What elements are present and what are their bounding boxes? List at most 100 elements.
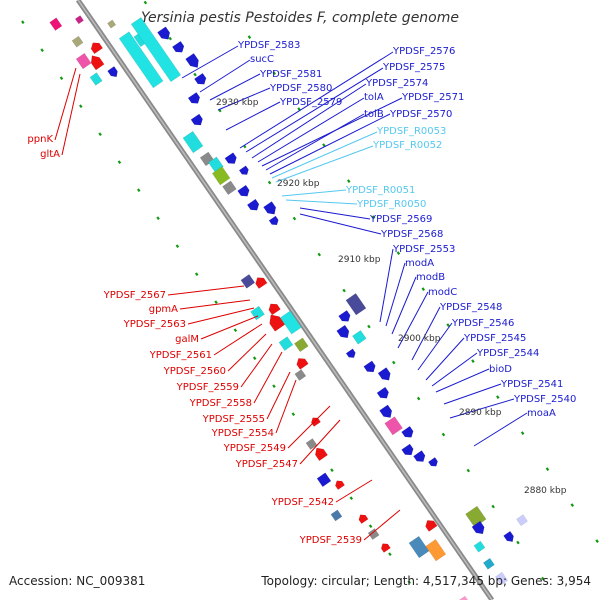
label-leader-line xyxy=(391,276,417,335)
label-leader-line xyxy=(379,248,394,323)
track-tick xyxy=(466,468,471,473)
track-tick xyxy=(193,72,197,77)
gene-label: galM xyxy=(175,334,199,345)
gene-label: YPDSF_R0051 xyxy=(345,185,415,196)
gene-label: YPDSF_2575 xyxy=(382,62,445,73)
track-tick xyxy=(21,20,25,25)
label-leader-line xyxy=(187,307,255,325)
gene-feature xyxy=(294,369,307,381)
track-tick xyxy=(247,35,252,39)
gene-label: YPDSF_2581 xyxy=(259,69,322,80)
track-tick xyxy=(79,104,83,109)
track-tick xyxy=(371,215,376,219)
kbp-tick-2910: 2910 kbp xyxy=(338,255,381,265)
gene-label: YPDSF_2553 xyxy=(392,244,455,255)
track-tick xyxy=(570,503,575,507)
gene-feature xyxy=(473,540,486,553)
label-leader-line xyxy=(397,291,429,349)
gene-label: YPDSF_2544 xyxy=(476,348,539,359)
label-leader-line xyxy=(253,351,283,404)
label-leader-line xyxy=(265,113,365,171)
gene-feature xyxy=(255,277,268,289)
gene-features xyxy=(49,15,528,604)
label-leader-line xyxy=(240,343,273,388)
track-tick xyxy=(291,412,296,417)
gene-feature xyxy=(118,31,164,89)
gene-feature xyxy=(279,310,302,335)
gene-feature xyxy=(187,91,201,104)
track-tick xyxy=(421,287,426,291)
label-leader-line xyxy=(209,73,261,101)
gene-feature xyxy=(224,152,237,164)
gene-feature xyxy=(314,447,328,462)
track-tick xyxy=(252,356,257,361)
label-leader-line xyxy=(269,113,391,175)
gene-feature xyxy=(268,215,279,226)
label-leader-line xyxy=(275,379,297,434)
gene-label: YPDSF_R0052 xyxy=(372,140,442,151)
gene-label: YPDSF_2570 xyxy=(389,109,452,120)
label-leader-line xyxy=(213,323,263,356)
gene-feature xyxy=(367,528,380,540)
label-leader-line xyxy=(179,299,251,310)
gene-label: YPDSF_2574 xyxy=(365,78,428,89)
gene-feature xyxy=(465,505,487,528)
track-tick xyxy=(346,179,351,183)
track-tick xyxy=(175,244,180,249)
label-leader-line xyxy=(299,207,371,220)
gene-feature xyxy=(74,15,84,25)
label-leader-line xyxy=(266,371,291,420)
kbp-tick-labels: 2930 kbp 2920 kbp 2910 kbp 2900 kbp 2890… xyxy=(216,98,567,496)
gene-feature xyxy=(413,450,426,462)
gene-label: tolA xyxy=(364,92,384,103)
gene-label: gltA xyxy=(40,149,60,160)
track-tick xyxy=(233,328,238,333)
track-tick xyxy=(367,324,371,329)
label-leader-line xyxy=(417,322,453,371)
label-leader-line xyxy=(473,412,528,447)
track-tick xyxy=(297,107,301,111)
gene-label: YPDSF_2549 xyxy=(223,443,286,454)
label-leader-line xyxy=(299,419,341,465)
genome-title: Yersinia pestis Pestoides F, complete ge… xyxy=(141,10,459,26)
gene-label: YPDSF_2555 xyxy=(202,414,265,425)
gene-feature xyxy=(269,314,286,332)
track-tick xyxy=(407,580,411,585)
track-tick xyxy=(349,496,354,501)
kbp-tick-2900: 2900 kbp xyxy=(398,334,441,344)
gene-label: YPDSF_2540 xyxy=(513,394,576,405)
gene-feature xyxy=(75,52,92,70)
gene-label: YPDSF_2547 xyxy=(235,459,298,470)
gene-label: YPDSF_2561 xyxy=(149,350,212,361)
track-tick xyxy=(168,36,172,41)
gene-feature xyxy=(90,42,104,55)
label-leader-line xyxy=(200,315,259,340)
track-tick xyxy=(98,132,102,137)
gene-label: YPDSF_2542 xyxy=(271,497,334,508)
gene-feature xyxy=(157,26,171,40)
label-leader-line xyxy=(217,87,271,111)
accession-text: Accession: NC_009381 xyxy=(9,574,146,588)
gene-feature xyxy=(130,16,182,83)
gene-feature xyxy=(211,166,231,186)
gene-feature xyxy=(90,55,105,71)
label-leader-line xyxy=(275,145,374,183)
track-tick xyxy=(441,432,446,437)
label-leader-line xyxy=(199,59,251,93)
gene-label: modA xyxy=(405,258,434,269)
track-tick xyxy=(396,251,401,255)
gene-label: YPDSF_2554 xyxy=(211,428,274,439)
track-tick xyxy=(272,71,276,75)
track-tick xyxy=(322,143,326,147)
label-leader-line xyxy=(335,479,373,503)
gene-feature xyxy=(345,348,356,358)
kbp-tick-2920: 2920 kbp xyxy=(277,179,320,189)
gene-label: YPDSF_2568 xyxy=(380,229,443,240)
track-tick xyxy=(292,216,297,221)
gene-feature xyxy=(379,404,393,418)
label-leader-line xyxy=(411,306,441,361)
track-tick xyxy=(156,216,160,221)
gene-label: YPDSF_2576 xyxy=(392,46,455,57)
gene-feature xyxy=(336,324,350,339)
gene-feature xyxy=(330,509,343,522)
